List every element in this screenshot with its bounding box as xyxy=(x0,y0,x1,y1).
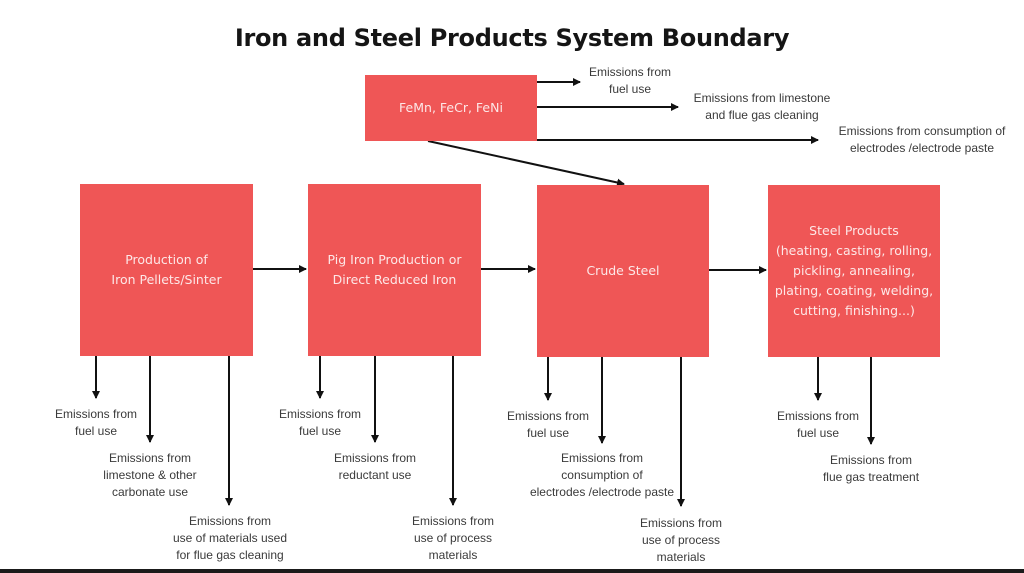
label-ferro-fuel: Emissions from fuel use xyxy=(588,65,671,96)
label-ferro-electrodes: Emissions from consumption of electrodes… xyxy=(838,124,1006,155)
box-crude-steel: Crude Steel xyxy=(537,185,709,357)
label-products-fluegas: Emissions from flue gas treatment xyxy=(822,453,920,484)
label-products-fuel: Emissions from fuel use xyxy=(776,409,859,440)
label-crude-electrodes: Emissions from consumption of electrodes… xyxy=(529,451,675,499)
box-steel-products: Steel Products (heating, casting, rollin… xyxy=(768,185,940,357)
label-pigiron-fuel: Emissions from fuel use xyxy=(278,407,361,438)
label-crude-process: Emissions from use of process materials xyxy=(639,516,722,564)
label-pigiron-process: Emissions from use of process materials xyxy=(411,514,494,562)
box-pig-iron-dri: Pig Iron Production or Direct Reduced Ir… xyxy=(308,184,481,356)
diagram-title: Iron and Steel Products System Boundary xyxy=(234,24,790,52)
label-pellets-fuel: Emissions from fuel use xyxy=(54,407,137,438)
label-ferro-limestone: Emissions from limestone and flue gas cl… xyxy=(693,91,831,122)
bottom-border xyxy=(0,569,1024,573)
label-pigiron-reductant: Emissions from reductant use xyxy=(333,451,416,482)
box-ferroalloys: FeMn, FeCr, FeNi xyxy=(365,75,537,141)
arrow-ferro-to-crude xyxy=(427,140,625,187)
label-crude-fuel: Emissions from fuel use xyxy=(506,409,589,440)
label-pellets-fluegas: Emissions from use of materials used for… xyxy=(172,514,288,562)
box-iron-pellets-sinter: Production of Iron Pellets/Sinter xyxy=(80,184,253,356)
label-pellets-limestone: Emissions from limestone & other carbona… xyxy=(103,451,197,499)
